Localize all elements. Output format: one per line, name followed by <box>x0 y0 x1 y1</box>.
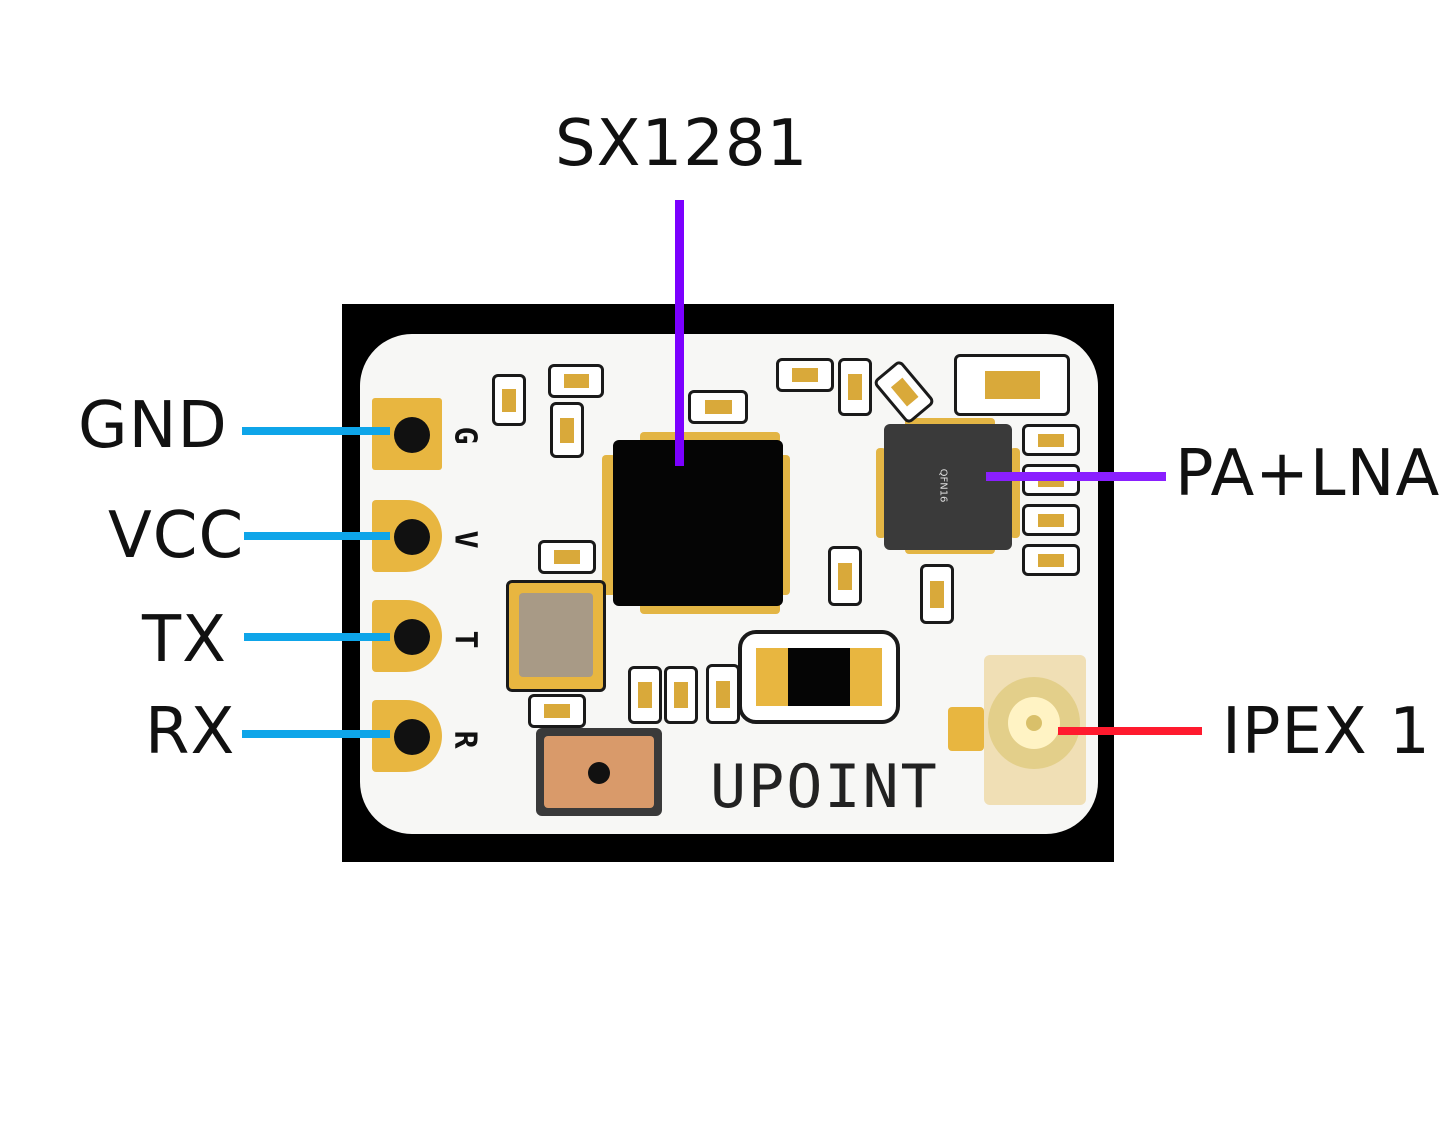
boot-button <box>536 728 662 816</box>
qfn-marking: QFN16 <box>937 468 949 503</box>
inductor <box>738 630 900 724</box>
tx-label: TX <box>142 603 227 677</box>
smd-component <box>954 354 1070 416</box>
pa-lna-label: PA+LNA <box>1175 437 1441 511</box>
vcc-label: VCC <box>108 499 245 573</box>
smd-component <box>528 694 586 728</box>
crystal <box>506 580 606 692</box>
pad-marking-g: G <box>447 426 483 445</box>
pad-marking-r: R <box>447 730 483 749</box>
smd-component <box>706 664 740 724</box>
pa-lna-leader <box>986 472 1166 481</box>
ipex-connector <box>948 655 1086 805</box>
rx-label: RX <box>145 695 236 769</box>
smd-component <box>776 358 834 392</box>
smd-component <box>688 390 748 424</box>
pa-lna-chip: QFN16 <box>884 424 1012 550</box>
smd-component <box>548 364 604 398</box>
pad-marking-t: T <box>447 630 483 649</box>
vcc-leader <box>244 532 390 540</box>
smd-component <box>628 666 662 724</box>
smd-component <box>664 666 698 724</box>
smd-component <box>920 564 954 624</box>
smd-component <box>838 358 872 416</box>
gnd-label: GND <box>78 389 228 463</box>
smd-component <box>828 546 862 606</box>
rx-leader <box>242 730 390 738</box>
smd-component <box>492 374 526 426</box>
tx-pad <box>372 600 442 672</box>
ipex-leader <box>1058 727 1202 735</box>
brand-text: UPOINT <box>710 752 939 822</box>
smd-component <box>1022 504 1080 536</box>
smd-component <box>1022 424 1080 456</box>
sx1281-leader <box>675 200 684 466</box>
ipex-label: IPEX 1 <box>1222 695 1431 769</box>
smd-component <box>538 540 596 574</box>
sx1281-chip <box>613 440 783 606</box>
gnd-leader <box>242 427 390 435</box>
smd-component <box>550 402 584 458</box>
sx1281-label: SX1281 <box>555 107 809 181</box>
tx-leader <box>244 633 390 641</box>
smd-component <box>1022 544 1080 576</box>
pad-marking-v: V <box>447 530 483 549</box>
